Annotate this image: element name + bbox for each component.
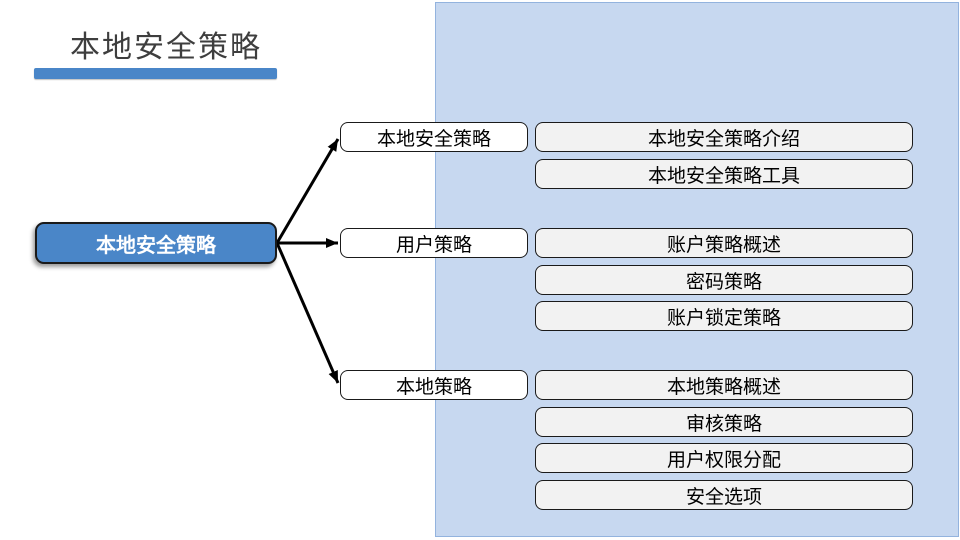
branch-node-user-policy: 用户策略 bbox=[340, 228, 528, 258]
leaf-node: 账户锁定策略 bbox=[535, 301, 913, 331]
leaf-node: 审核策略 bbox=[535, 407, 913, 437]
leaf-node: 本地安全策略工具 bbox=[535, 159, 913, 189]
leaf-node: 安全选项 bbox=[535, 480, 913, 510]
title-underline-bar bbox=[34, 68, 277, 79]
leaf-node: 账户策略概述 bbox=[535, 228, 913, 258]
root-node: 本地安全策略 bbox=[35, 222, 277, 264]
slide-title: 本地安全策略 bbox=[70, 31, 262, 64]
leaf-node: 本地策略概述 bbox=[535, 370, 913, 400]
branch-node-local-policy: 本地策略 bbox=[340, 370, 528, 400]
leaf-node: 用户权限分配 bbox=[535, 443, 913, 473]
leaf-node: 密码策略 bbox=[535, 265, 913, 295]
branch-node-local-security-policy: 本地安全策略 bbox=[340, 122, 528, 152]
leaf-node: 本地安全策略介绍 bbox=[535, 122, 913, 152]
